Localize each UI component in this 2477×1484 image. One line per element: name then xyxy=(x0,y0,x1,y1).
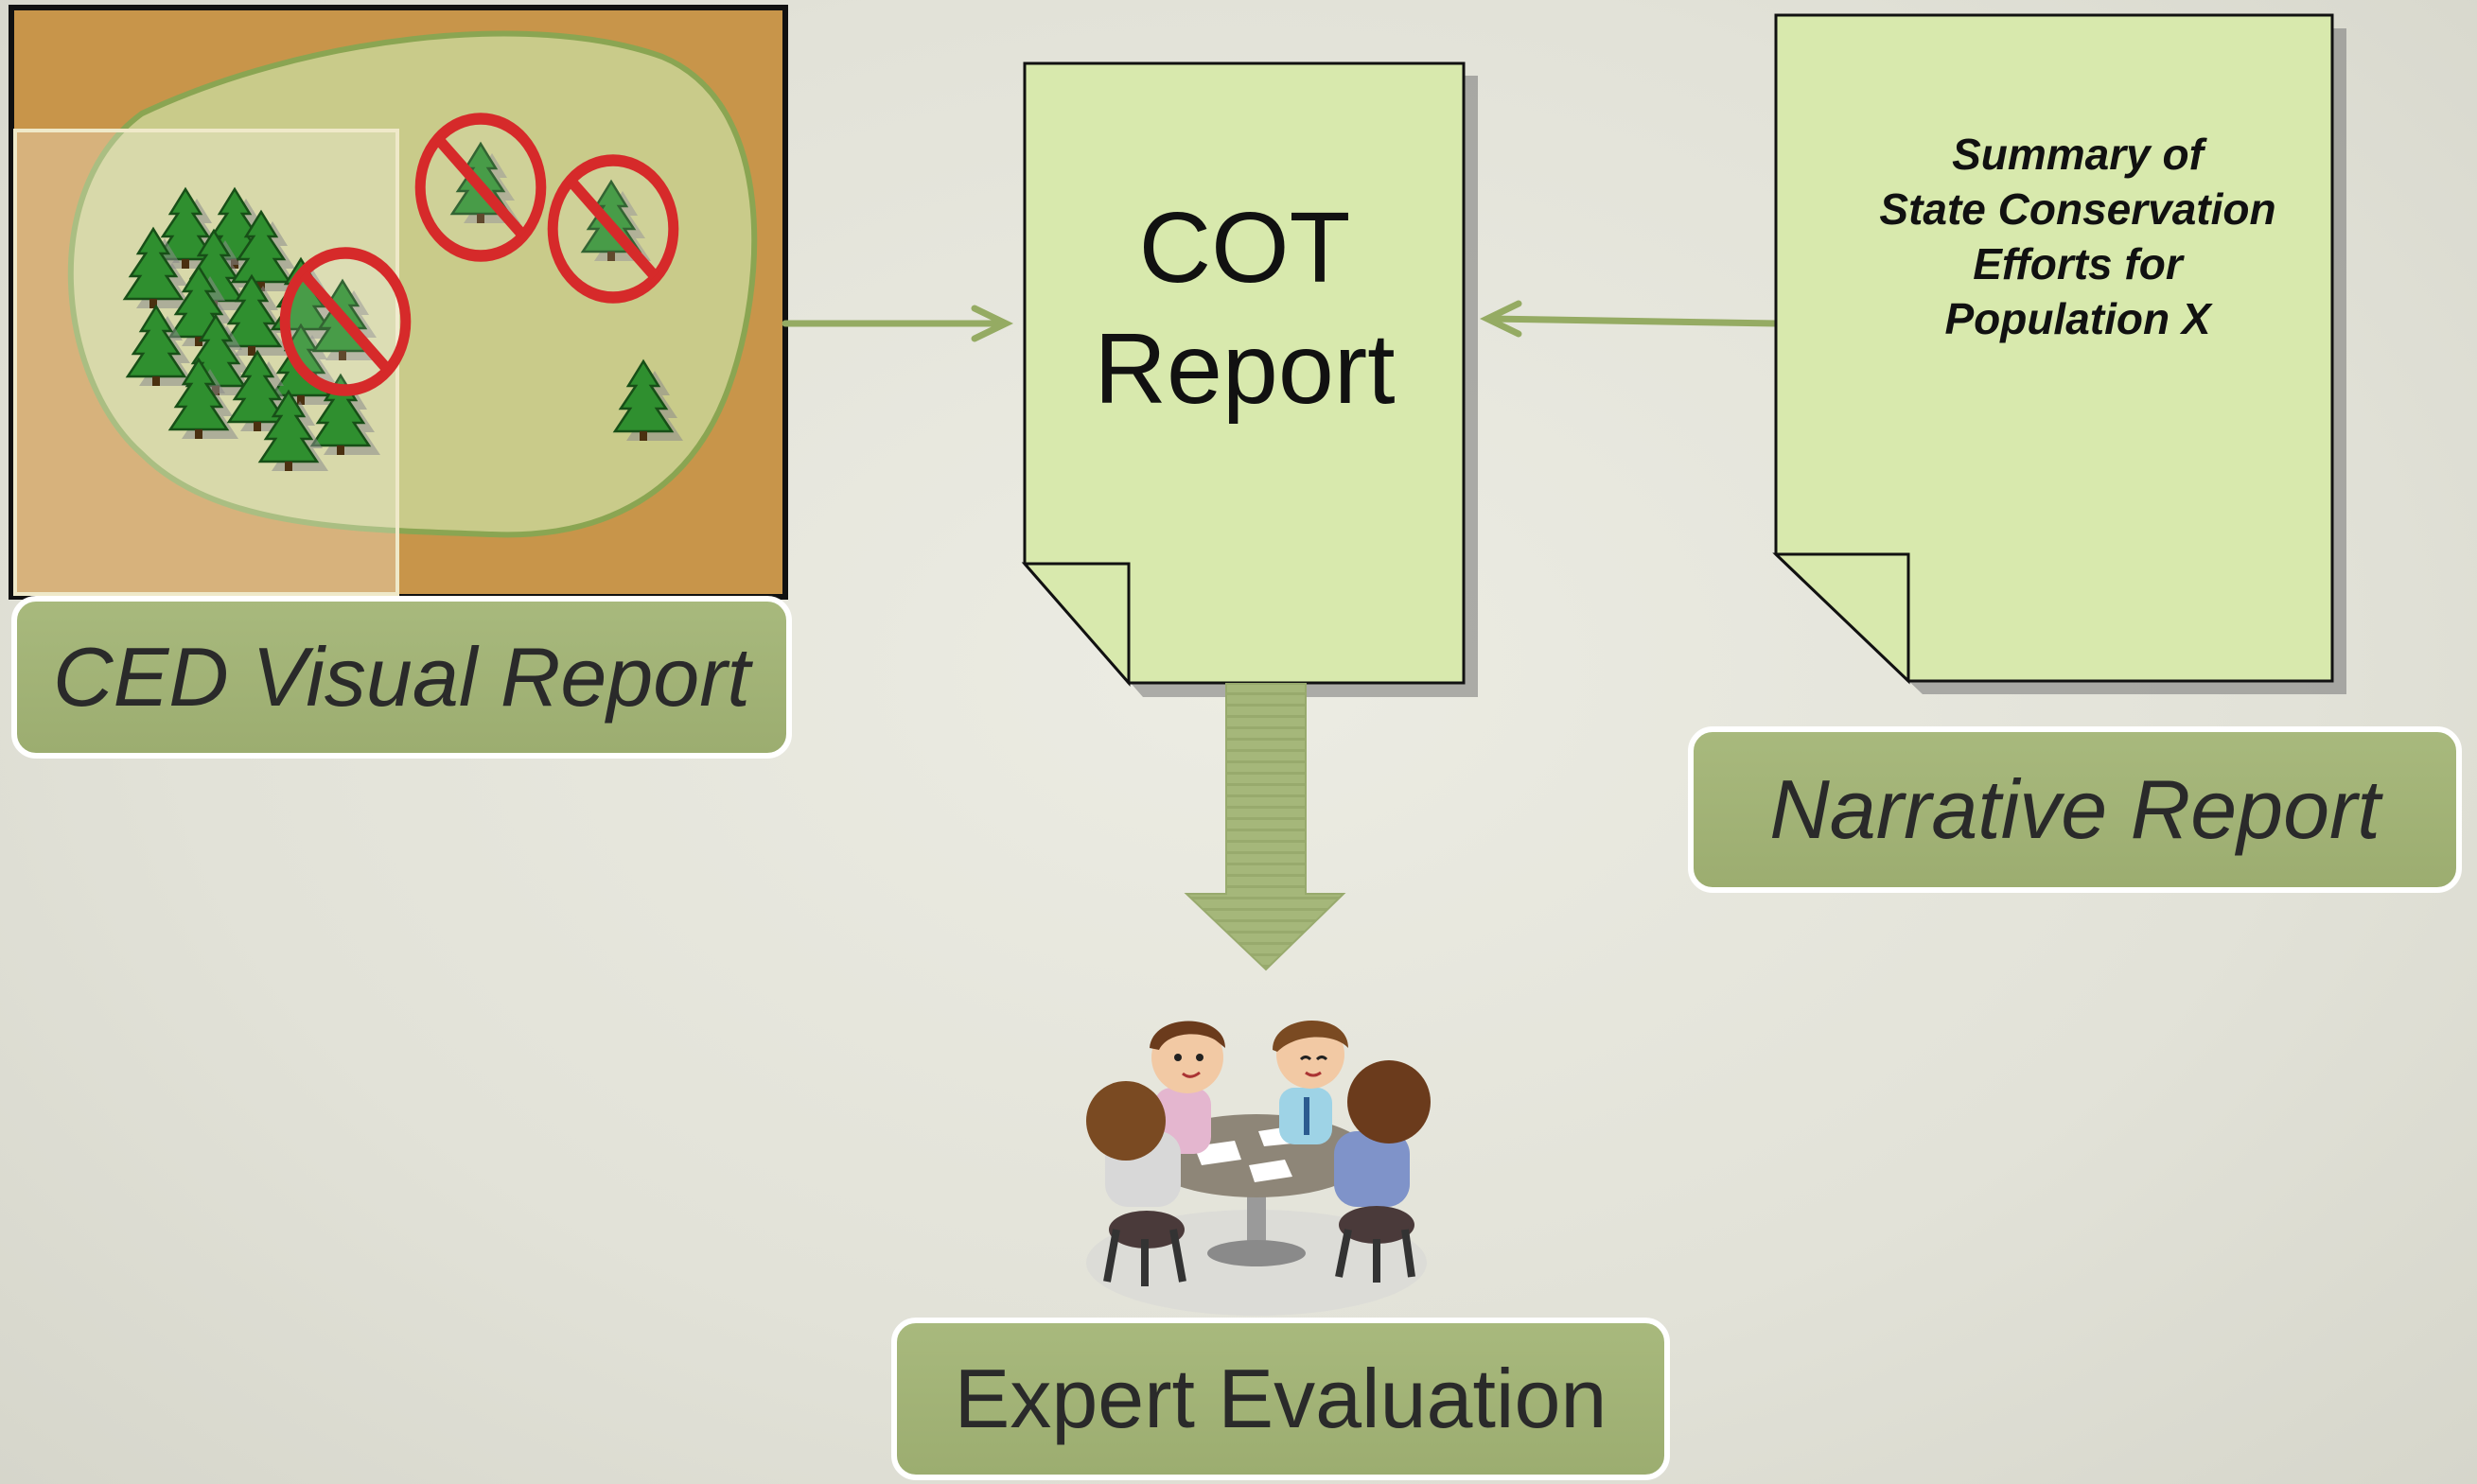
narrative-line: Efforts for xyxy=(1973,239,2183,288)
narrative-line: State Conservation xyxy=(1879,184,2276,234)
cot-title-line1: COT xyxy=(1138,192,1351,304)
arrow-ced-to-cot xyxy=(782,305,1014,342)
cot-report-document xyxy=(1021,61,1478,697)
arrow-narrative-to-cot xyxy=(1479,300,1781,338)
narrative-line: Population X xyxy=(1944,294,2211,343)
ced-visual-map xyxy=(9,5,788,600)
narrative-document xyxy=(1772,13,2346,694)
narrative-summary-text: Summary of State Conservation Efforts fo… xyxy=(1775,127,2380,346)
expert-evaluation-label: Expert Evaluation xyxy=(891,1318,1670,1480)
cot-title-line2: Report xyxy=(1094,313,1396,425)
cot-report-title: COT Report xyxy=(1025,187,1465,429)
narrative-report-label: Narrative Report xyxy=(1688,726,2462,893)
down-arrow-icon xyxy=(1184,683,1346,971)
narrative-line: Summary of xyxy=(1952,130,2204,179)
meeting-people-icon xyxy=(1086,1020,1431,1316)
ced-visual-report-label: CED Visual Report xyxy=(11,596,792,759)
